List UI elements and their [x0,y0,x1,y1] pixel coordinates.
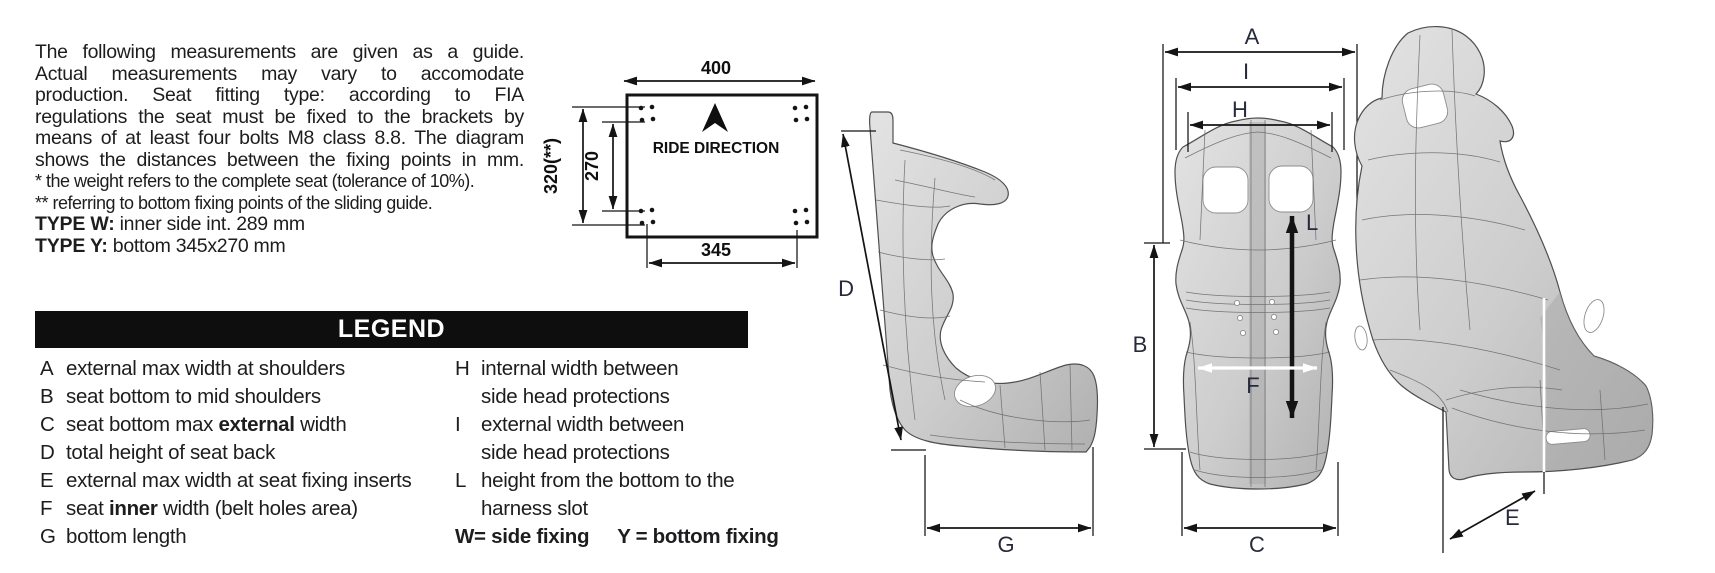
seat-perspective-outline [1353,25,1654,481]
seat-front-wireframe [1179,120,1337,487]
dim-label-e: E [1505,505,1520,530]
intro-line: Actual measurements may vary to accomoda… [35,62,524,85]
legend-title: LEGEND [337,315,446,343]
dim-value-320: 320(**) [541,138,561,194]
type-w-label: TYPE W: [35,213,115,235]
dim-label-a: A [1245,24,1260,49]
legend-header: LEGEND [35,311,748,348]
legend-fixing-types: W= side fixing Y = bottom fixing [455,523,795,551]
fixing-type-y: Y = bottom fixing [617,525,779,548]
intro-line: production. Seat fitting type: according… [35,84,524,106]
dim-line-e [1449,490,1536,540]
dim-value-345: 345 [701,240,731,260]
seat-side-outline [869,111,1099,453]
type-y-label: TYPE Y: [35,234,108,257]
seat-perspective-view: E [1353,25,1654,553]
fixing-type-w: W= side fixing [455,525,590,548]
legend-item-l-line2: harness slot [481,497,588,520]
dim-line-d [841,133,903,441]
dim-label-h: H [1232,97,1248,122]
legend-item-h-line2: side head protections [481,385,670,408]
intro-line: The following measurements are given as … [35,41,524,63]
fixing-point-dots [638,104,810,226]
seat-front-view: A I H B L F C [1133,24,1358,557]
dim-label-b: B [1133,332,1148,357]
type-y-value: bottom 345x270 mm [107,234,286,257]
ride-direction-arrow-icon [702,103,728,132]
dim-label-f: F [1246,373,1259,398]
dim-label-g: G [997,532,1014,557]
ride-direction-label: RIDE DIRECTION [653,140,780,157]
weight-tolerance-note: * the weight refers to the complete seat… [35,171,475,191]
dim-value-400: 400 [701,58,731,78]
intro-line: shows the distances between the fixing p… [35,148,524,171]
intro-line: regulations the seat must be fixed to th… [35,105,524,128]
headrest-hole-right [1268,165,1314,213]
perspective-bolster-hole [1583,299,1605,333]
fixing-points-diagram: RIDE DIRECTION 400 320(**) 270 345 [541,58,819,268]
perspective-headrest-hole [1401,83,1449,129]
dim-label-d: D [838,276,854,301]
type-y-line: TYPE Y: bottom 345x270 mm [35,234,524,258]
headrest-hole-left [1202,166,1249,214]
sliding-guide-note: ** referring to bottom fixing points of … [35,192,433,213]
type-w-value: inner side int. 289 mm [114,213,306,235]
intro-line: means of at least four bolts M8 class 8.… [35,127,524,149]
dim-label-c: C [1249,532,1265,557]
seat-side-view: D G [838,111,1099,557]
belt-holes [1233,298,1280,337]
seat-side-hole [954,374,996,408]
seat-center-shading [1249,122,1266,484]
seat-perspective-shading [1540,292,1653,470]
perspective-side-hole [1354,325,1368,351]
legend-item-i-line2: side head protections [481,441,670,464]
fixing-plate-outline [625,93,819,239]
type-w-line: TYPE W: inner side int. 289 mm [35,213,524,236]
dim-value-270: 270 [582,151,602,181]
dim-label-l: L [1306,210,1318,235]
intro-text-block: The following measurements are given as … [35,41,524,258]
dim-label-i: I [1243,59,1249,84]
